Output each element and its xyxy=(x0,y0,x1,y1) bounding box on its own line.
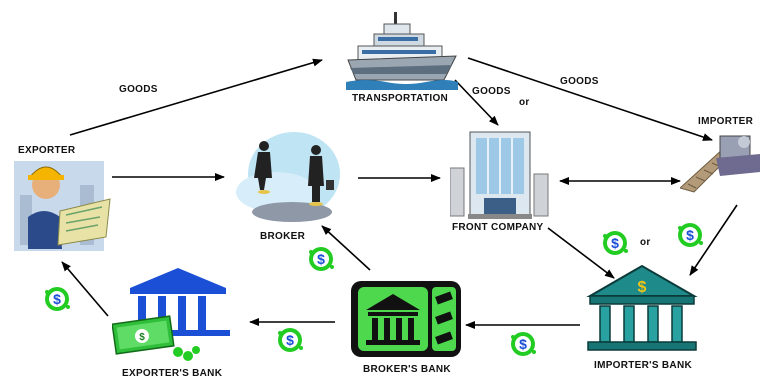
broker-label: BROKER xyxy=(260,231,306,242)
goods-label-right: GOODS xyxy=(560,76,599,87)
importer-label: IMPORTER xyxy=(698,116,754,127)
goods-label-mid: GOODS xyxy=(472,86,511,97)
goods-label-left: GOODS xyxy=(119,84,158,95)
arrow-importer-to-importers-bank xyxy=(689,204,738,276)
front-company-label: FRONT COMPANY xyxy=(452,222,544,233)
arrow-front-to-importers-bank xyxy=(547,227,615,279)
arrow-transport-to-front xyxy=(454,79,499,126)
or-label-money: or xyxy=(640,237,651,248)
broker-icon xyxy=(236,132,340,227)
dollar-coin-icon xyxy=(511,332,536,356)
or-label-mid: or xyxy=(519,97,530,108)
transportation-label: TRANSPORTATION xyxy=(352,93,449,104)
brokers-bank-icon xyxy=(350,280,462,358)
building-icon xyxy=(449,128,550,220)
worker-icon xyxy=(10,155,114,255)
exporters-bank-icon: $ xyxy=(111,266,232,364)
bank-icon: $ xyxy=(586,262,698,356)
arrow-exporters-bank-to-exporter xyxy=(61,261,109,317)
brokers-bank-label: BROKER'S BANK xyxy=(363,364,451,375)
arrow-brokers-bank-to-broker xyxy=(321,225,371,271)
exporter-label: EXPORTER xyxy=(18,145,76,156)
exporters-bank-label: EXPORTER'S BANK xyxy=(122,368,223,379)
svg-text:$: $ xyxy=(638,279,647,296)
importers-bank-label: IMPORTER'S BANK xyxy=(594,360,692,371)
dollar-coin-icon xyxy=(45,287,70,311)
ship-icon xyxy=(346,8,458,90)
dollar-coin-icon xyxy=(678,223,703,247)
cargo-icon xyxy=(678,128,760,194)
svg-text:$: $ xyxy=(139,332,145,343)
dollar-coin-icon xyxy=(309,247,334,271)
arrow-exporter-to-transport xyxy=(69,58,323,136)
arrow-transport-to-importer xyxy=(467,57,713,141)
dollar-coin-icon xyxy=(278,328,303,352)
dollar-coin-icon xyxy=(603,231,628,255)
